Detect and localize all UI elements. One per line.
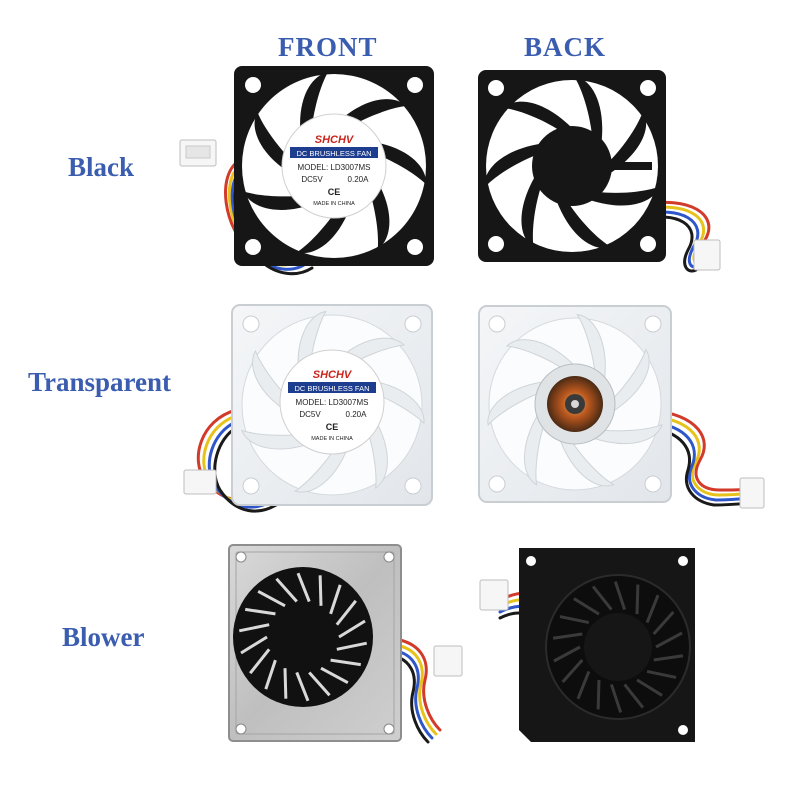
sticker-model-2: MODEL: LD3007MS xyxy=(296,398,369,407)
sticker-ce-2: CE xyxy=(326,422,339,432)
blower-fan-front xyxy=(228,544,463,744)
sticker-current: 0.20A xyxy=(348,175,370,184)
row-label-blower: Blower xyxy=(62,622,145,652)
transparent-fan-front: SHCHV DC BRUSHLESS FAN MODEL: LD3007MS D… xyxy=(183,304,433,513)
sticker-ce: CE xyxy=(328,187,341,197)
transparent-fan-back xyxy=(478,305,765,509)
black-fan-back xyxy=(478,70,721,273)
sticker-made-in: MADE IN CHINA xyxy=(313,201,355,207)
sticker-brand: SHCHV xyxy=(315,134,355,146)
sticker-title-2: DC BRUSHLESS FAN xyxy=(294,384,369,393)
sticker-voltage-2: DC5V xyxy=(299,410,321,419)
sticker-voltage: DC5V xyxy=(301,175,323,184)
sticker-made-in-2: MADE IN CHINA xyxy=(311,436,353,442)
row-label-black: Black xyxy=(68,152,135,182)
back-header: BACK xyxy=(524,32,607,62)
blower-fan-back xyxy=(479,548,695,742)
sticker-title: DC BRUSHLESS FAN xyxy=(296,149,371,158)
row-label-transparent: Transparent xyxy=(28,367,172,397)
black-fan-front: SHCHV DC BRUSHLESS FAN MODEL: LD3007MS D… xyxy=(179,66,434,276)
front-header: FRONT xyxy=(278,32,378,62)
sticker-brand-2: SHCHV xyxy=(313,369,353,381)
sticker-model: MODEL: LD3007MS xyxy=(298,163,371,172)
sticker-current-2: 0.20A xyxy=(346,410,368,419)
